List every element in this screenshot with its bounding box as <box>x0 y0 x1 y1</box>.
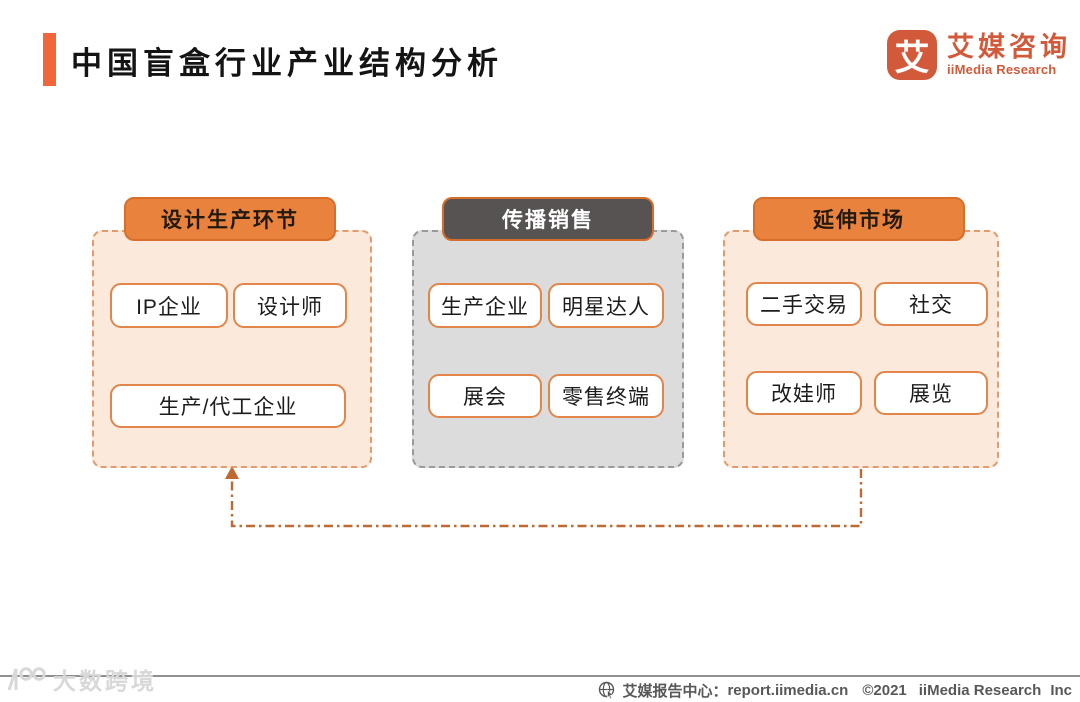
watermark-logo-icon <box>7 667 46 691</box>
page-title: 中国盲盒行业产业结构分析 <box>71 46 503 81</box>
globe-icon <box>598 681 617 700</box>
node-trade-show: 展会 <box>428 374 542 418</box>
footer-report-center-label: 艾媒报告中心： <box>622 683 728 700</box>
badge-extended-market: 延伸市场 <box>753 197 965 241</box>
node-doll-modifier: 改娃师 <box>746 371 862 415</box>
node-exhibition: 展览 <box>874 371 988 415</box>
node-retail-terminal: 零售终端 <box>548 374 664 418</box>
panel-extended-market <box>723 230 999 468</box>
panel-design-production <box>92 230 372 468</box>
footer-report-url: report.iimedia.cn <box>727 682 849 699</box>
node-ip-company: IP企业 <box>110 283 228 328</box>
title-accent-bar <box>43 33 56 86</box>
iimedia-logo: 艾 艾媒咨询 iiMedia Research <box>887 30 1071 80</box>
logo-brand-cn: 艾媒咨询 <box>947 31 1071 62</box>
node-designer: 设计师 <box>233 283 347 328</box>
footer-copyright: ©2021 <box>862 682 907 699</box>
node-oem-manufacturer: 生产/代工企业 <box>110 384 346 428</box>
watermark: 大数跨境 <box>6 662 157 696</box>
footer-company-suffix: Inc <box>1050 682 1072 699</box>
node-social: 社交 <box>874 282 988 326</box>
footer: 艾媒报告中心： report.iimedia.cn ©2021 iiMedia … <box>598 680 1072 701</box>
node-celebrity-influencer: 明星达人 <box>548 283 664 328</box>
footer-company: iiMedia Research <box>918 682 1042 699</box>
iimedia-logo-icon: 艾 <box>887 30 937 80</box>
watermark-text: 大数跨境 <box>53 668 157 694</box>
logo-brand-en: iiMedia Research <box>947 62 1057 78</box>
node-production-company: 生产企业 <box>428 283 542 328</box>
footer-divider <box>0 675 1080 677</box>
panel-marketing-sales <box>412 230 684 468</box>
badge-marketing-sales: 传播销售 <box>442 197 654 241</box>
node-secondhand-trading: 二手交易 <box>746 282 862 326</box>
badge-design-production: 设计生产环节 <box>124 197 336 241</box>
